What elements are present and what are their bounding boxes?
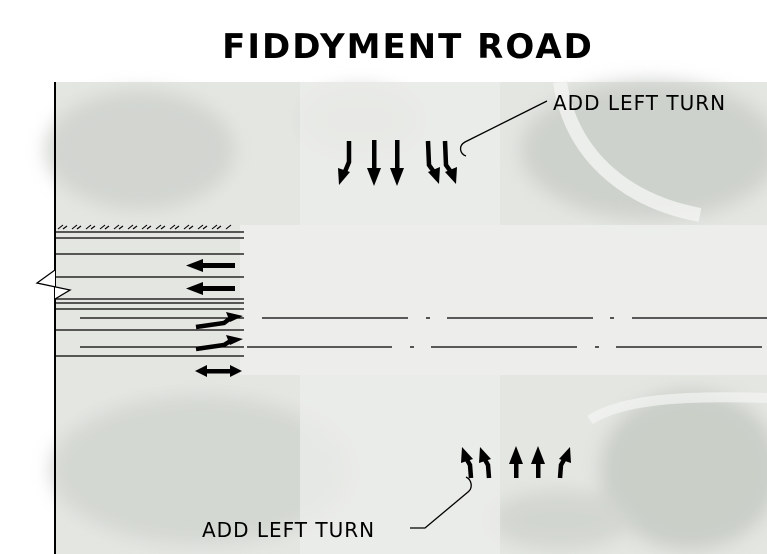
through-right-arrow-icon (195, 335, 243, 352)
right-turn-down-arrow-icon (425, 140, 440, 184)
through-down-arrow-icon (390, 140, 404, 186)
through-down-arrow-icon (367, 140, 381, 186)
northbound-lane-arrows (461, 446, 571, 479)
westbound-lane-arrows (186, 259, 243, 377)
aerial-photo (45, 80, 767, 554)
right-turn-up-arrow-icon (557, 447, 571, 479)
through-up-arrow-icon (531, 446, 545, 478)
bottom-annotation-leader (410, 476, 472, 529)
bottom-left-annotation: ADD LEFT TURN (202, 518, 375, 542)
left-turn-up-arrow-icon (479, 447, 492, 479)
cross-street-lane-lines (247, 317, 767, 348)
through-right-arrow-icon (195, 312, 243, 330)
left-turn-up-arrow-icon (461, 447, 474, 479)
left-approach-lanes (55, 231, 244, 357)
southbound-lane-arrows (338, 140, 457, 186)
left-turn-down-arrow-icon (338, 141, 352, 185)
curb-hatching (57, 224, 232, 230)
road-title: FIDDYMENT ROAD (222, 27, 594, 67)
right-turn-down-arrow-icon (442, 140, 457, 184)
top-right-annotation: ADD LEFT TURN (553, 91, 726, 115)
break-line-symbol (35, 269, 72, 300)
through-arrow-icon (186, 282, 235, 295)
top-annotation-leader (459, 100, 548, 157)
left-right-arrow-icon (195, 365, 242, 377)
through-up-arrow-icon (509, 446, 523, 478)
through-arrow-icon (186, 259, 235, 272)
